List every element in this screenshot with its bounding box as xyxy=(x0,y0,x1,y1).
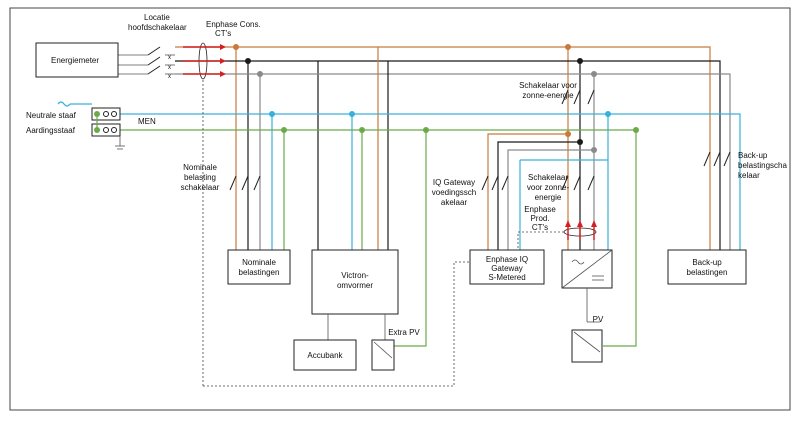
victron-box xyxy=(311,249,399,315)
main-switch: x x x xyxy=(147,46,175,80)
iq-switch-label-1: IQ Gateway xyxy=(433,178,475,187)
junction-dots xyxy=(233,44,639,153)
svg-text:x: x xyxy=(168,55,171,61)
iq-switch-label-3: akelaar xyxy=(441,198,468,207)
iq-gateway-switch xyxy=(481,175,509,191)
nominale-belastingen-box xyxy=(227,249,291,285)
nominale-switch-label-1: Nominale xyxy=(183,163,217,172)
neutral-bus xyxy=(120,113,741,250)
zonne-mid-label-1: Schakelaar xyxy=(528,173,568,182)
iq-switch-label-2: voedingssch xyxy=(432,188,476,197)
iq-gateway-label-2: Gateway xyxy=(491,264,523,273)
neutrale-label: Neutrale staaf xyxy=(26,111,77,120)
enphase-prod-label-3: CT's xyxy=(532,223,548,232)
zonne-top-label-1: Schakelaar voor xyxy=(519,81,577,90)
backup-switch-label-2: belastingscha xyxy=(738,161,787,170)
enphase-cons-label-2: CT's xyxy=(215,29,231,38)
victron-feed-wires xyxy=(377,47,389,250)
iq-gateway-box xyxy=(469,249,545,285)
diagram-frame xyxy=(9,7,791,411)
svg-text:x: x xyxy=(168,74,171,80)
enphase-prod-label-1: Enphase xyxy=(524,205,556,214)
solar-switch-mid xyxy=(561,175,595,191)
backup-belastingen-label-1: Back-up xyxy=(692,258,722,267)
nominale-switch-label-3: schakelaar xyxy=(181,183,220,192)
nominale-belastingen-label-2: belastingen xyxy=(239,268,280,277)
energiemeter-label: Energiemeter xyxy=(51,56,99,65)
main-feed-wires xyxy=(118,54,148,75)
backup-switch-label-3: kelaar xyxy=(738,171,760,180)
extra-pv-panel xyxy=(371,314,395,371)
solar-switch-top xyxy=(561,89,595,105)
enphase-cons-cts xyxy=(183,42,470,387)
earth-bus xyxy=(120,129,637,347)
backup-belastingen-label-2: belastingen xyxy=(687,268,728,277)
aardings-label: Aardingsstaaf xyxy=(26,126,76,135)
enphase-cons-label-1: Enphase Cons. xyxy=(206,20,261,29)
zonne-mid-label-3: energie xyxy=(535,193,562,202)
iq-gateway-label-3: S-Metered xyxy=(488,273,525,282)
zonne-mid-label-2: voor zonne- xyxy=(527,183,570,192)
pv-panel xyxy=(571,288,603,363)
victron-label-2: omvormer xyxy=(337,281,373,290)
pv-label: PV xyxy=(593,315,604,324)
backup-switch xyxy=(703,151,731,167)
men-label: MEN xyxy=(138,117,156,126)
zonne-top-label-2: zonne-energie xyxy=(522,91,574,100)
extra-pv-label: Extra PV xyxy=(388,328,420,337)
locatie-label-2: hoofdschakelaar xyxy=(128,23,187,32)
nominale-belastingen-label-1: Nominale xyxy=(242,258,276,267)
enphase-prod-label-2: Prod. xyxy=(530,214,549,223)
neutral-earth-bars xyxy=(57,101,125,150)
accubank-label: Accubank xyxy=(307,351,343,360)
backup-belastingen-box xyxy=(667,249,747,285)
iq-gateway-label-1: Enphase IQ xyxy=(486,255,528,264)
secondary-buses xyxy=(487,133,594,250)
locatie-label-1: Locatie xyxy=(144,13,170,22)
svg-text:x: x xyxy=(168,65,171,71)
energiemeter-box xyxy=(35,42,119,78)
nominale-switch xyxy=(229,175,261,191)
backup-feed-wires xyxy=(568,46,731,250)
inverter-box xyxy=(561,249,613,289)
accubank-box xyxy=(293,339,357,371)
backup-switch-label-1: Back-up xyxy=(738,151,768,160)
enphase-prod-cts xyxy=(517,220,597,250)
nominale-switch-label-2: belasting xyxy=(184,173,216,182)
victron-label-1: Victron- xyxy=(341,271,369,280)
